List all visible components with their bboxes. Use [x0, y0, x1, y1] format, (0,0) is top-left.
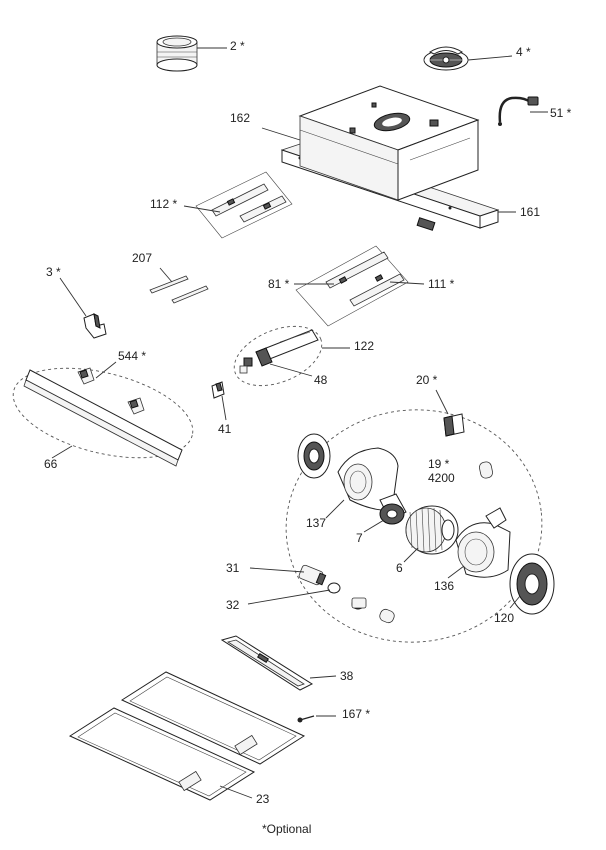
leader-32: [247, 589, 331, 605]
part-122-switch: [239, 329, 319, 374]
label-41: 41: [218, 422, 232, 436]
label-137: 137: [306, 516, 326, 530]
label-51: 51 *: [550, 106, 572, 120]
part-112-bracket-set: [195, 171, 293, 239]
part-51-power-cable: [498, 96, 539, 126]
part-38-diffuser: [220, 635, 314, 691]
leader-4: [467, 55, 513, 61]
part-137-left-housing: [337, 447, 399, 511]
label-112: 112 *: [150, 197, 177, 211]
label-6: 6: [396, 561, 403, 575]
label-32: 32: [226, 598, 240, 612]
part-162-housing: [298, 85, 480, 201]
part-20-capacitor: [435, 389, 465, 437]
part-544-clips: [77, 367, 145, 415]
leader-136: [447, 565, 465, 579]
leader-111: [389, 281, 425, 285]
leader-7: [363, 519, 385, 533]
part-31-lampholder: [298, 564, 327, 586]
part-136-right-housing: [455, 507, 511, 578]
leader-6: [403, 547, 419, 563]
label-122: 122: [354, 339, 374, 353]
label-136: 136: [434, 579, 454, 593]
part-19-bulb: [478, 461, 494, 479]
label-31: 31: [226, 561, 240, 575]
leader-31: [249, 567, 305, 573]
part-66-front-strip: [23, 369, 183, 467]
part-23-grease-filters: [68, 671, 306, 801]
label-7: 7: [356, 531, 363, 545]
label-81: 81 *: [268, 277, 290, 291]
leader-120: [509, 595, 521, 609]
label-120: 120: [494, 611, 514, 625]
group-motor-outline: [285, 409, 543, 643]
label-20: 20 *: [416, 373, 438, 387]
part-7-motor: [379, 493, 407, 525]
part-6-blower-wheel: [405, 505, 459, 555]
part-3-clip: [59, 277, 107, 339]
optional-footnote: *Optional: [262, 822, 311, 836]
label-161: 161: [520, 205, 540, 219]
label-2: 2 *: [230, 39, 245, 53]
part-41-switch: [211, 381, 227, 421]
label-162: 162: [230, 111, 250, 125]
leader-137: [325, 499, 345, 519]
part-4-damper: [423, 46, 469, 71]
part-81-111-bracket-set: [295, 245, 409, 327]
leader-112: [183, 205, 221, 213]
part-207-clips: [149, 267, 209, 304]
part-left-grille-disc: [297, 433, 331, 479]
label-4200: 4200: [428, 471, 455, 485]
label-38: 38: [340, 669, 354, 683]
group-66-outline: [12, 367, 194, 459]
leader-66: [51, 445, 73, 459]
label-66: 66: [44, 457, 58, 471]
leader-23: [219, 785, 253, 799]
label-544: 544 *: [118, 349, 146, 363]
label-3: 3 *: [46, 265, 61, 279]
label-19: 19 *: [428, 457, 450, 471]
part-167-screw: [297, 715, 336, 723]
label-167: 167 *: [342, 707, 370, 721]
leader-544: [95, 361, 117, 379]
leader-48: [269, 363, 313, 377]
label-48: 48: [314, 373, 328, 387]
part-120-grille-disc: [509, 553, 555, 615]
leader-162: [261, 127, 301, 141]
label-23: 23: [256, 792, 270, 806]
label-111: 111 *: [428, 277, 455, 291]
part-2-duct-collar: [156, 35, 198, 72]
label-4: 4 *: [516, 45, 531, 59]
leader-38: [309, 675, 337, 679]
part-32-lamp-set: [327, 582, 395, 624]
group-122-outline: [233, 325, 323, 387]
label-207: 207: [132, 251, 152, 265]
